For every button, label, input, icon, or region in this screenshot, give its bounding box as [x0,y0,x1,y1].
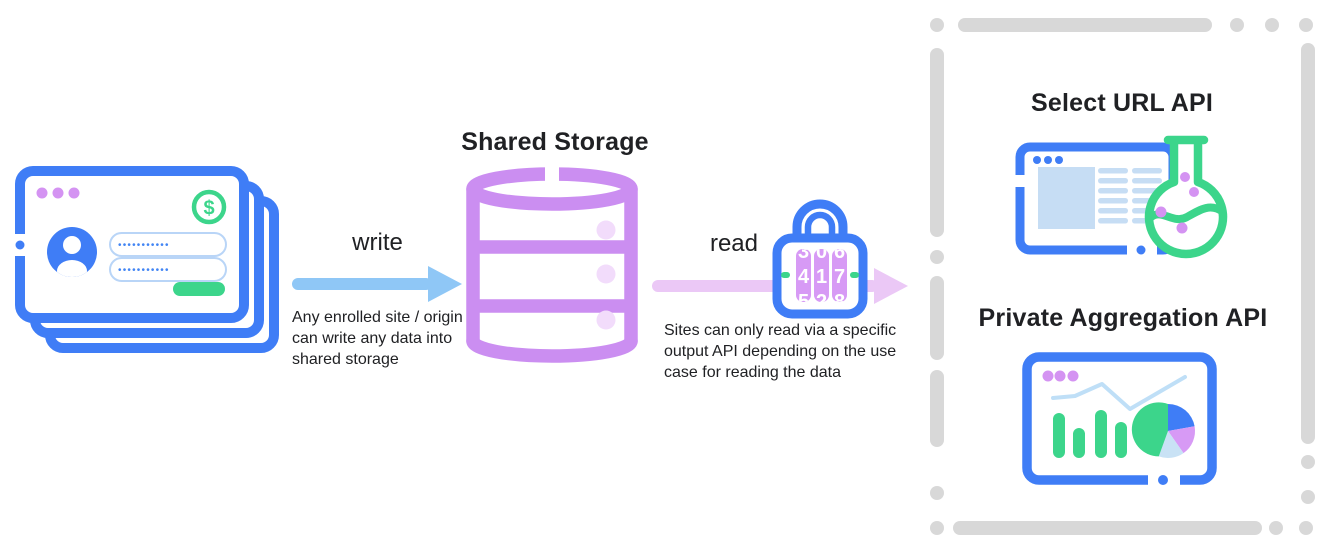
cylinder-top-gap [545,166,559,182]
select-url-api-title: Select URL API [1030,89,1214,117]
write-arrow-icon [292,266,462,302]
dial-digit: 6 [834,241,845,263]
lock-shackle-outer [792,199,848,242]
stacked-browser-windows-icon: $ ••••••••••• ••••••••••• [14,166,279,353]
dial-index-marks [781,272,859,278]
window-dots [1033,156,1063,164]
dial-digit: 8 [834,291,845,313]
shared-storage-title: Shared Storage [461,128,649,156]
write-label: write [352,229,403,256]
bubble-dots [1155,172,1199,234]
password-field [109,257,227,282]
dial-digit: 1 [816,266,827,288]
database-icon [466,166,638,363]
border-break-dot [1136,245,1146,255]
bar-chart [1053,410,1127,458]
read-description: Sites can only read via a specific outpu… [664,322,897,381]
read-label: read [709,230,759,257]
combination-lock-icon: 3 4 5 0 1 2 6 7 8 [772,199,868,319]
dial-digit: 7 [834,266,845,288]
browser-charts-icon [1022,352,1217,487]
border-break [1015,175,1025,187]
content-block [1038,167,1095,229]
border-break-dot [15,240,25,250]
window-dots [36,187,80,199]
border-break-dot [1158,475,1168,485]
dial-digit: 2 [816,291,827,313]
dial-digit: 0 [816,241,827,263]
dial-digit: 5 [798,291,809,313]
dollar-symbol: $ [203,198,214,220]
flask-icon [1144,135,1228,259]
lock-dials [796,249,847,302]
private-aggregation-api-title: Private Aggregation API [978,304,1268,332]
password-dots: ••••••••••• [118,240,170,251]
line-chart [1051,375,1187,411]
browser-flask-icon [1015,135,1228,259]
write-description: Any enrolled site / origin can write any… [292,309,463,368]
sign-in-button [173,282,225,296]
storage-record-dots [596,220,616,330]
password-dots: ••••••••••• [118,265,170,276]
window-dots [1042,370,1079,382]
dollar-badge-icon: $ [191,189,227,225]
pie-chart [1131,402,1196,459]
dial-digit: 4 [798,266,810,288]
dial-digit: 3 [798,241,809,263]
lock-shackle-inner [804,211,836,242]
password-field [109,232,227,257]
